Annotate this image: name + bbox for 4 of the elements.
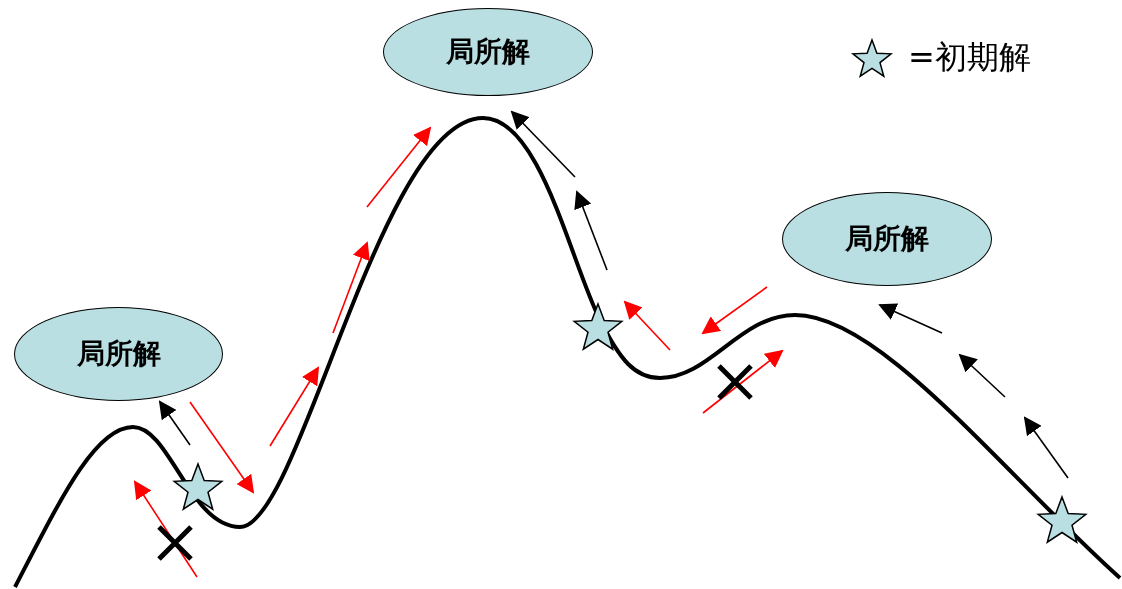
legend-text: =初期解 — [908, 37, 1031, 78]
node-label: 局所解 — [446, 34, 530, 70]
node-label: 局所解 — [76, 336, 161, 372]
node-label: 局所解 — [845, 221, 929, 257]
